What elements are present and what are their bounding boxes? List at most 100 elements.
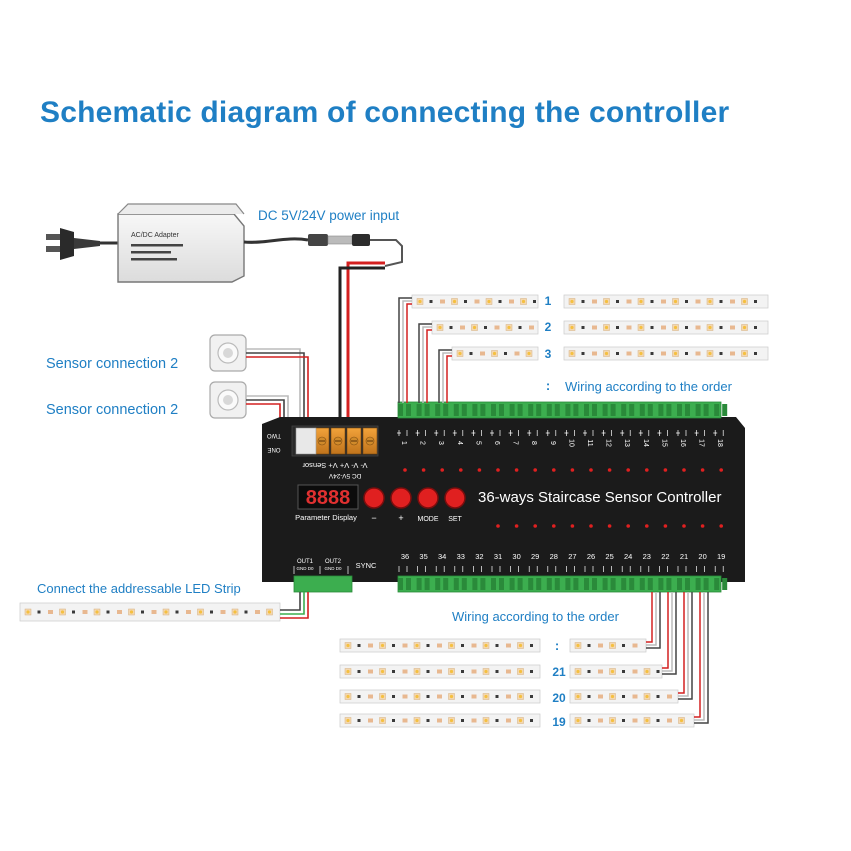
channel-label-bottom: 23 bbox=[643, 552, 651, 561]
bottom-wire-3-3 bbox=[678, 592, 693, 700]
channel-2-wire-3 bbox=[426, 329, 432, 403]
addressable-led-strip bbox=[19, 602, 281, 622]
power-input-label: DC 5V/24V power input bbox=[258, 208, 400, 223]
indicator-led-bottom bbox=[607, 524, 612, 528]
channel-label-top: 3 bbox=[437, 441, 444, 445]
indicator-led-top bbox=[459, 468, 463, 472]
bottom-strip-wires bbox=[646, 592, 709, 724]
led-strip-19-left bbox=[339, 713, 541, 728]
channel-label-top: 4 bbox=[456, 441, 463, 445]
indicator-led-top bbox=[626, 468, 630, 472]
sensor-connection-label-2: Sensor connection 2 bbox=[46, 402, 179, 418]
channel-label-top: 14 bbox=[642, 439, 649, 447]
mode-button-label: MODE bbox=[418, 516, 439, 523]
channel-label-top: 15 bbox=[660, 439, 667, 447]
led-strip-label: Connect the addressable LED Strip bbox=[37, 581, 241, 596]
bottom-wire-4-3 bbox=[694, 592, 709, 724]
plus-button[interactable] bbox=[390, 487, 412, 509]
channel-label-top: 16 bbox=[679, 439, 686, 447]
addressable-strip-wires bbox=[280, 592, 309, 619]
minus-button[interactable] bbox=[363, 487, 385, 509]
led-strip-20-left bbox=[339, 689, 541, 704]
led-strip-21-right bbox=[569, 664, 663, 679]
wiring-order-label-bottom: Wiring according to the order bbox=[452, 609, 619, 624]
controller-name: 36-ways Staircase Sensor Controller bbox=[478, 489, 721, 506]
channel-label-bottom: 25 bbox=[605, 552, 613, 561]
indicator-led-bottom bbox=[570, 524, 575, 528]
led-strip-1-right bbox=[563, 294, 769, 309]
indicator-led-top bbox=[440, 468, 445, 472]
bottom-wire-3-1 bbox=[678, 592, 685, 694]
indicator-led-top bbox=[682, 468, 686, 472]
addressable-strip-body bbox=[19, 602, 281, 622]
led-strip-19-right bbox=[569, 713, 695, 728]
led-strip-2-left bbox=[431, 320, 539, 335]
indicator-led-bottom bbox=[719, 524, 723, 528]
parameter-display bbox=[297, 484, 359, 510]
indicator-led-top bbox=[663, 468, 668, 472]
bottom-wire-4-2 bbox=[694, 592, 705, 721]
strip-number-1: 1 bbox=[545, 294, 552, 308]
channel-label-top: 7 bbox=[512, 441, 519, 445]
indicator-led-bottom bbox=[533, 524, 537, 528]
channel-label-top: 1 bbox=[400, 441, 407, 445]
bottom-wire-2-1 bbox=[662, 592, 669, 669]
channel-label-bottom: 36 bbox=[401, 552, 409, 561]
sensor-terminal bbox=[295, 427, 317, 455]
mode-button[interactable] bbox=[417, 487, 439, 509]
out2-label: OUT2 bbox=[325, 559, 342, 565]
set-button[interactable] bbox=[444, 487, 466, 509]
adapter-label: AC/DC Adapter bbox=[131, 232, 180, 239]
sensor-2 bbox=[209, 381, 247, 419]
channel-label-top: 13 bbox=[623, 439, 630, 447]
indicator-led-bottom bbox=[682, 524, 686, 528]
indicator-led-bottom bbox=[496, 524, 500, 528]
strip-number-2: 2 bbox=[545, 320, 552, 334]
led-strip-2-right bbox=[563, 320, 769, 335]
channel-2-wire-2 bbox=[422, 326, 432, 403]
diagram-title: Schematic diagram of connecting the cont… bbox=[40, 96, 730, 129]
led-strip-3-left bbox=[451, 346, 539, 361]
sensor-connection-label-1: Sensor connection 2 bbox=[46, 356, 179, 372]
indicator-led-bottom bbox=[645, 524, 649, 528]
top-strip-wires bbox=[398, 297, 452, 403]
channel-label-top: 9 bbox=[549, 441, 556, 445]
strip-number-19: 19 bbox=[552, 715, 566, 729]
indicator-led-top bbox=[552, 468, 556, 472]
indicator-led-top bbox=[607, 468, 612, 472]
led-strip-3-right bbox=[563, 346, 769, 361]
input-terminal-caption: V- V- V+ V+ Sensor bbox=[302, 461, 368, 470]
strip-number-21: 21 bbox=[552, 665, 566, 679]
channel-label-top: 17 bbox=[698, 439, 705, 447]
channel-label-bottom: 35 bbox=[419, 552, 427, 561]
top-ellipsis: : bbox=[546, 378, 550, 393]
channel-3-wire-1 bbox=[438, 349, 452, 403]
indicator-led-top bbox=[589, 468, 593, 472]
power-plug bbox=[46, 228, 100, 260]
led-strip-1-left bbox=[411, 294, 539, 309]
channel-label-bottom: 26 bbox=[587, 552, 595, 561]
channel-label-bottom: 21 bbox=[680, 552, 688, 561]
controller: V- V- V+ V+ Sensor DC 5V-24V TWO ONE 888… bbox=[262, 401, 745, 593]
ac-dc-adapter: AC/DC Adapter bbox=[117, 203, 245, 283]
channel-label-bottom: 28 bbox=[550, 552, 558, 561]
indicator-led-top bbox=[700, 468, 705, 472]
indicator-led-bottom bbox=[552, 524, 556, 528]
indicator-led-top bbox=[514, 468, 519, 472]
indicator-led-top bbox=[403, 468, 407, 472]
indicator-led-top bbox=[477, 468, 482, 472]
bottom-wire-2-3 bbox=[662, 592, 677, 675]
plus-button-label: + bbox=[398, 513, 403, 523]
bottom-wire-1-1 bbox=[646, 592, 653, 643]
channel-label-bottom: 29 bbox=[531, 552, 539, 561]
out1-label: OUT1 bbox=[297, 559, 314, 565]
channel-label-top: 11 bbox=[586, 439, 593, 446]
channel-label-bottom: 24 bbox=[624, 552, 632, 561]
indicator-led-top bbox=[645, 468, 649, 472]
channel-3-wire-3 bbox=[446, 355, 452, 403]
strip-number-20: 20 bbox=[552, 691, 566, 705]
led-strip-21-left bbox=[339, 664, 541, 679]
bottom-led-strips bbox=[339, 638, 695, 728]
output-terminal-block bbox=[293, 575, 353, 593]
two-label: TWO bbox=[267, 432, 281, 438]
